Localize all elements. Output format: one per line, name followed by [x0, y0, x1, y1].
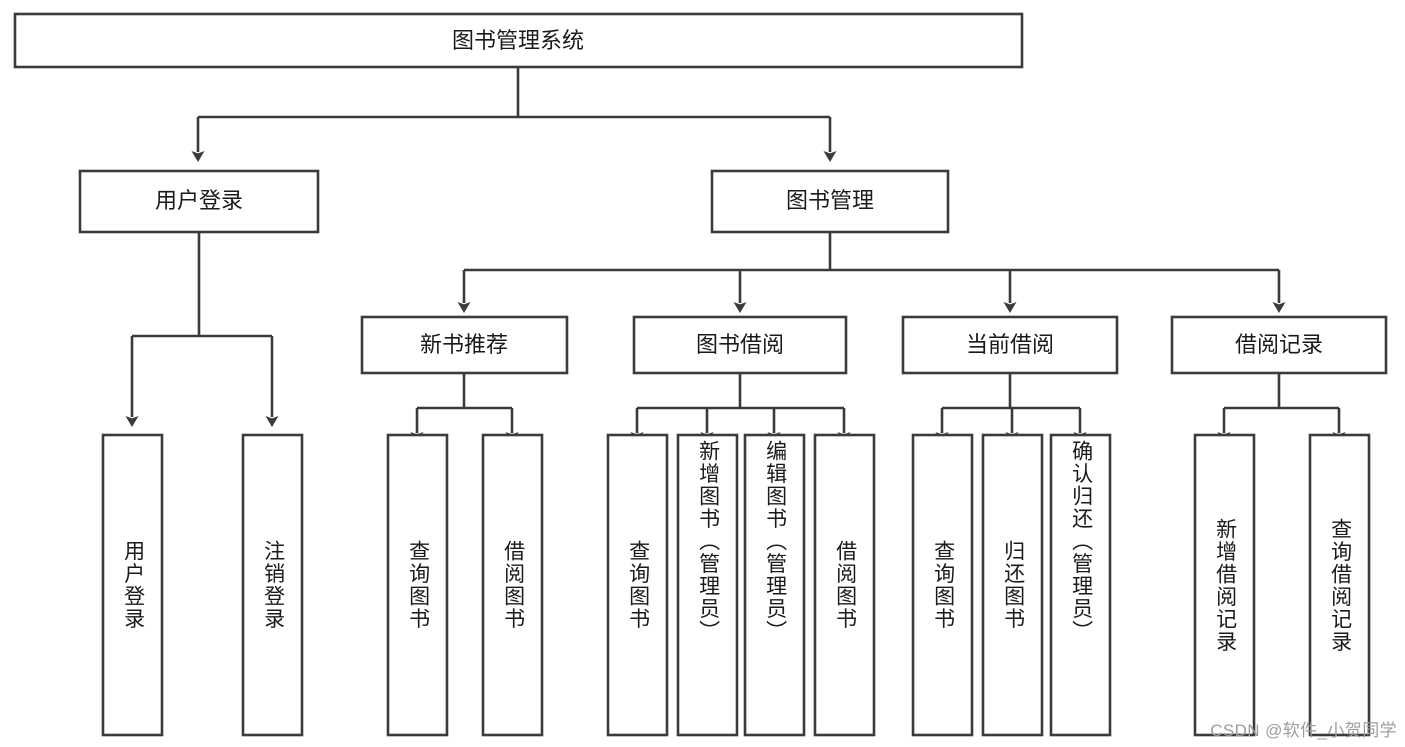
node-book-management[interactable]: [710, 169, 950, 234]
node-book-borrow[interactable]: [632, 315, 848, 375]
node-book-borrow-label: 图书借阅: [696, 332, 784, 357]
leaf-box-borrow-book-1[interactable]: [481, 433, 544, 737]
leaf-box-confirm-return[interactable]: [1049, 433, 1112, 737]
node-new-book-recommend[interactable]: [360, 315, 569, 375]
node-borrow-record[interactable]: [1170, 315, 1388, 375]
node-user-login-label: 用户登录: [155, 188, 243, 213]
leaf-box-query-book-1[interactable]: [386, 433, 449, 737]
node-book-management-system[interactable]: [13, 12, 1024, 69]
csdn-watermark: CSDN @软件_小贺同学: [1210, 721, 1397, 740]
leaf-box-return-book[interactable]: [981, 433, 1044, 737]
node-borrow-record-label: 借阅记录: [1235, 332, 1323, 357]
leaf-box-query-book-3[interactable]: [911, 433, 974, 737]
leaf-box-add-book[interactable]: [676, 433, 739, 737]
leaf-box-borrow-book-2[interactable]: [813, 433, 876, 737]
leaf-box-user-login[interactable]: [101, 433, 164, 737]
node-current-borrow-label: 当前借阅: [966, 332, 1054, 357]
leaf-box-edit-book[interactable]: [743, 433, 806, 737]
node-current-borrow[interactable]: [901, 315, 1119, 375]
leaf-box-query-record[interactable]: [1308, 433, 1371, 737]
node-book-management-label: 图书管理: [786, 188, 874, 213]
leaf-box-query-book-2[interactable]: [606, 433, 669, 737]
node-new-book-recommend-label: 新书推荐: [420, 332, 508, 357]
node-book-management-system-label: 图书管理系统: [452, 28, 584, 53]
leaf-box-logout[interactable]: [241, 433, 304, 737]
leaf-box-add-record[interactable]: [1193, 433, 1256, 737]
